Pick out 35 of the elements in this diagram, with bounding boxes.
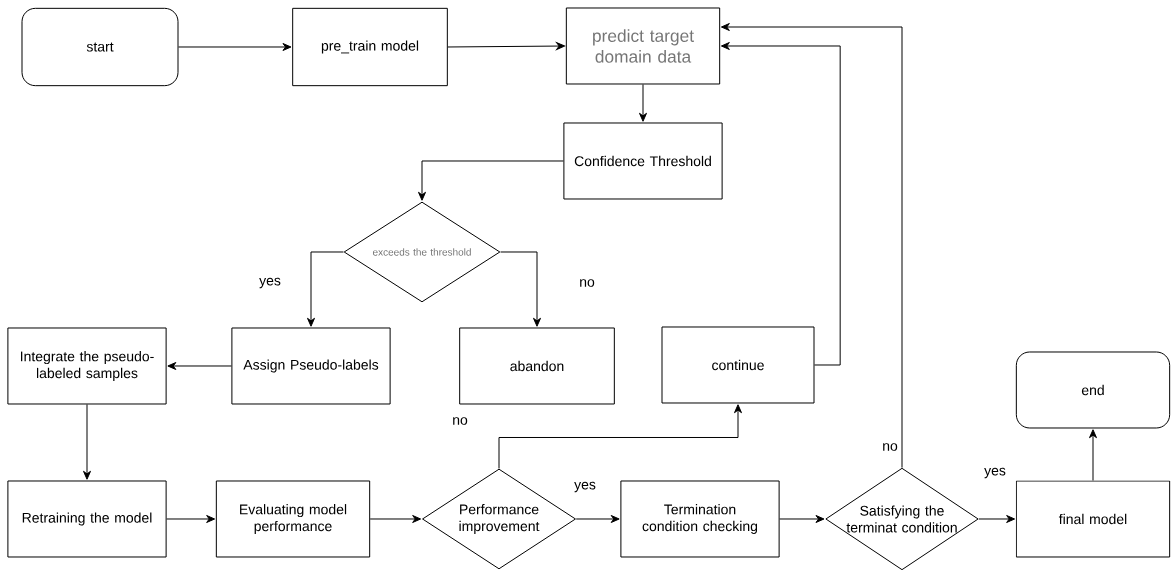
terminal-box: start xyxy=(21,7,179,87)
arrow xyxy=(307,251,344,327)
arrow xyxy=(166,515,216,523)
arrow xyxy=(978,515,1016,523)
process-box: Assign Pseudo-labels xyxy=(231,327,391,405)
process-box: abandon xyxy=(459,327,615,405)
process-box: final model xyxy=(1015,480,1171,558)
process-box: Evaluating model performance xyxy=(215,480,371,558)
edge-label: no xyxy=(577,277,597,289)
arrow xyxy=(500,251,541,327)
process-box: pre_train model xyxy=(292,7,448,87)
arrow xyxy=(447,42,566,51)
edge-label: no xyxy=(880,441,900,453)
arrow xyxy=(498,404,742,469)
arrow xyxy=(720,23,903,469)
arrow xyxy=(779,515,825,523)
edge-label: no xyxy=(450,415,470,427)
arrow xyxy=(83,404,91,480)
edge-label: yes xyxy=(257,276,283,290)
arrow xyxy=(1089,429,1097,481)
arrow xyxy=(178,43,292,51)
process-box: Confidence Threshold xyxy=(563,122,723,200)
process-box: continue xyxy=(661,326,815,404)
arrow xyxy=(167,362,232,370)
arrow xyxy=(639,84,647,122)
process-box: Retraining the model xyxy=(7,480,167,558)
process-box: predict target domain data xyxy=(565,7,721,85)
process-box: Integrate the pseudo-labeled samples xyxy=(7,327,167,405)
arrow xyxy=(418,160,564,201)
terminal-box: end xyxy=(1015,351,1171,429)
edge-label: yes xyxy=(982,466,1008,480)
arrow xyxy=(720,42,841,366)
arrow xyxy=(369,515,422,523)
process-box: Termination condition checking xyxy=(620,480,780,558)
arrow xyxy=(575,515,620,523)
